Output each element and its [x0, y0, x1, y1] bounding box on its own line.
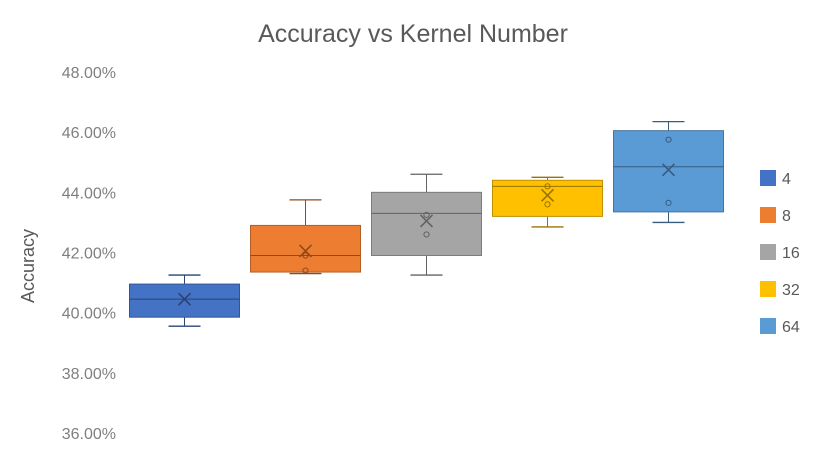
y-tick-label: 36.00% — [62, 426, 116, 443]
legend-label: 8 — [782, 208, 791, 225]
mean-marker — [540, 188, 555, 202]
y-tick-label: 40.00% — [62, 306, 116, 323]
legend-swatch — [760, 318, 776, 334]
y-axis-label: Accuracy — [18, 229, 38, 303]
box-iqr — [250, 224, 361, 273]
legend-label: 32 — [782, 282, 800, 299]
y-tick-label: 48.00% — [62, 65, 116, 82]
box-iqr — [129, 283, 240, 318]
mean-marker — [177, 292, 192, 306]
mean-marker — [298, 244, 313, 258]
inner-point — [665, 136, 672, 143]
y-tick-label: 38.00% — [62, 366, 116, 383]
y-tick-label: 44.00% — [62, 185, 116, 202]
box-iqr — [492, 179, 603, 217]
inner-point — [302, 252, 309, 259]
inner-point — [423, 231, 430, 238]
inner-point — [544, 183, 551, 190]
box-iqr — [371, 191, 482, 257]
inner-point — [665, 199, 672, 206]
y-tick-label: 46.00% — [62, 125, 116, 142]
legend-label: 4 — [782, 171, 791, 188]
box-series-8 — [250, 199, 361, 275]
y-tick-label: 42.00% — [62, 246, 116, 263]
legend-swatch — [760, 244, 776, 260]
inner-point — [544, 201, 551, 208]
legend: 4 8 16 32 64 — [760, 170, 800, 336]
legend-label: 64 — [782, 319, 800, 336]
chart-title: Accuracy vs Kernel Number — [258, 20, 568, 48]
inner-point — [423, 211, 430, 218]
box-series-64 — [613, 120, 724, 224]
box-series-32 — [492, 176, 603, 228]
mean-marker — [419, 214, 434, 228]
y-axis-ticks: 48.00% 46.00% 44.00% 42.00% 40.00% 38.00% 36.0… — [62, 65, 116, 443]
box-series-4 — [129, 274, 240, 327]
box-iqr — [613, 130, 724, 213]
plot-area — [129, 120, 724, 327]
mean-marker — [661, 163, 676, 177]
legend-label: 16 — [782, 245, 800, 262]
legend-swatch — [760, 170, 776, 186]
legend-swatch — [760, 207, 776, 223]
legend-swatch — [760, 281, 776, 297]
inner-point — [302, 267, 309, 274]
box-series-16 — [371, 173, 482, 276]
